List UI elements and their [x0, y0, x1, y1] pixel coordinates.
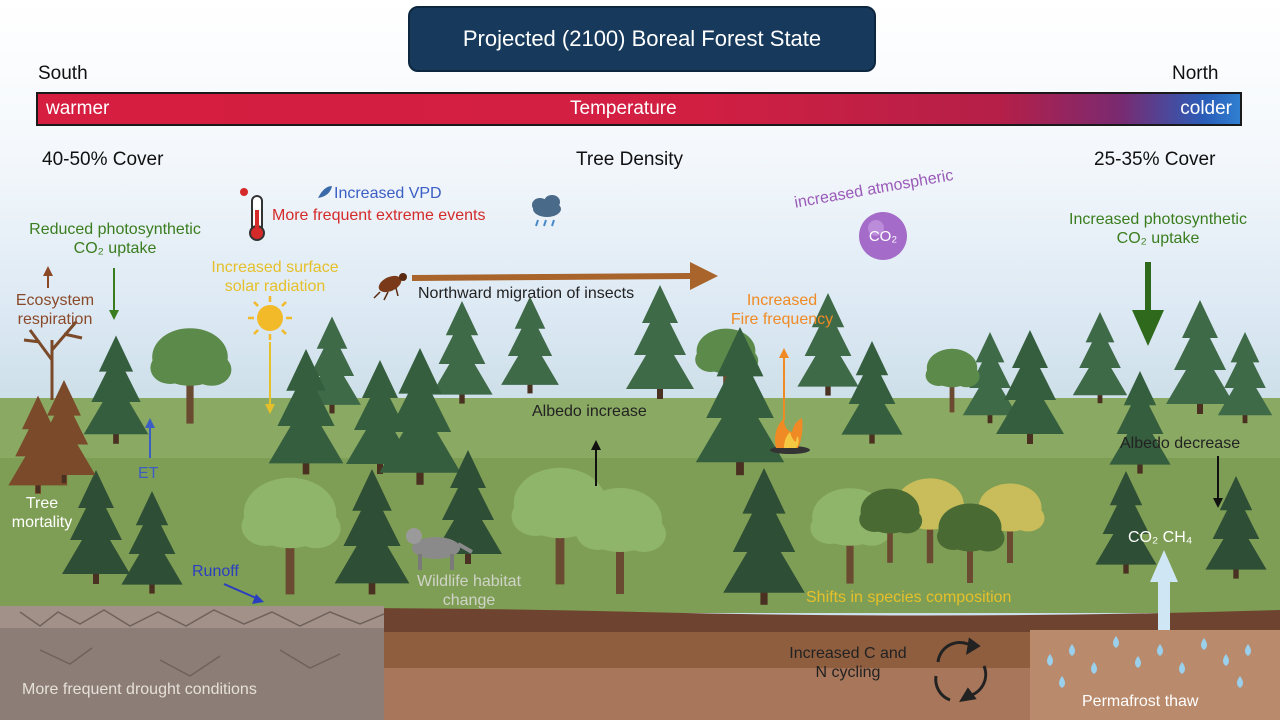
north-cover-label: 25-35% Cover [1094, 149, 1216, 170]
permafrost-thaw-label: Permafrost thaw [1082, 693, 1199, 710]
fire-frequency-label: Increased Fire frequency [712, 291, 852, 329]
title-box: Projected (2100) Boreal Forest State [408, 6, 876, 72]
increased-uptake-line1: Increased photosynthetic [1069, 211, 1247, 228]
reduced-uptake-label: Reduced photosynthetic CO₂ uptake [6, 220, 224, 258]
soil-cracks [19, 609, 385, 677]
et-label: ET [138, 465, 159, 482]
south-cover-label: 40-50% Cover [42, 149, 164, 170]
wildlife-habitat-label: Wildlife habitat change [404, 572, 534, 610]
vpd-label: Increased VPD [334, 185, 442, 202]
insect-migration-label: Northward migration of insects [418, 285, 635, 302]
runoff-label: Runoff [192, 563, 239, 580]
leaf-icon [318, 186, 332, 198]
fire-line2: Fire frequency [730, 311, 834, 328]
solar-radiation-label: Increased surface solar radiation [190, 258, 360, 296]
wildlife-line2: change [442, 592, 496, 609]
fire-line1: Increased [746, 292, 818, 309]
thermometer-icon [240, 188, 265, 241]
rain-cloud-icon [532, 195, 561, 227]
cycling-line2: N cycling [815, 664, 881, 681]
wolf-icon [406, 528, 473, 570]
gas-release-label: CO₂ CH₄ [1128, 529, 1193, 546]
drought-soil-top [0, 606, 384, 628]
gas-release-arrow [1158, 580, 1170, 630]
respiration-line1: Ecosystem [15, 292, 95, 309]
cycling-label: Increased C and N cycling [770, 644, 926, 682]
colder-label: colder [1180, 98, 1232, 119]
increased-uptake-line2: CO₂ uptake [1116, 230, 1200, 247]
sun-icon [248, 296, 292, 340]
co2-bubble [859, 212, 907, 260]
solar-line1: Increased surface [211, 259, 339, 276]
mortality-line1: Tree [25, 495, 59, 512]
solar-line2: solar radiation [224, 278, 326, 295]
beetle-icon [373, 273, 407, 301]
reduced-uptake-line1: Reduced photosynthetic [29, 221, 201, 238]
albedo-decrease-label: Albedo decrease [1120, 435, 1241, 452]
tree-density-label: Tree Density [576, 149, 683, 170]
insect-migration-arrow [411, 273, 691, 281]
page-title: Projected (2100) Boreal Forest State [462, 26, 822, 51]
grass-horizon [0, 398, 1280, 458]
extreme-events-label: More frequent extreme events [272, 207, 486, 224]
respiration-line2: respiration [17, 311, 93, 328]
drought-label: More frequent drought conditions [22, 681, 257, 698]
water-droplets [1047, 636, 1251, 688]
reduced-uptake-line2: CO₂ uptake [73, 240, 157, 257]
cycling-line1: Increased C and [789, 645, 907, 662]
mortality-line2: mortality [11, 514, 73, 531]
co2-bubble-label: CO₂ [868, 228, 898, 245]
albedo-increase-label: Albedo increase [532, 403, 647, 420]
fire-icon [770, 418, 810, 454]
temperature-label: Temperature [570, 98, 677, 119]
cycle-arrows-icon [934, 637, 988, 703]
north-label: North [1172, 63, 1219, 84]
runoff-arrow [223, 583, 257, 599]
ecosystem-respiration-label: Ecosystem respiration [0, 291, 110, 329]
south-label: South [38, 63, 88, 84]
warmer-label: warmer [46, 98, 110, 119]
tree-mortality-label: Tree mortality [4, 494, 80, 532]
wildlife-line1: Wildlife habitat [416, 573, 522, 590]
increased-uptake-label: Increased photosynthetic CO₂ uptake [1044, 210, 1272, 248]
dead-trees [8, 321, 96, 494]
temperature-bar: warmer Temperature colder [36, 92, 1242, 126]
species-shift-label: Shifts in species composition [806, 589, 1012, 606]
